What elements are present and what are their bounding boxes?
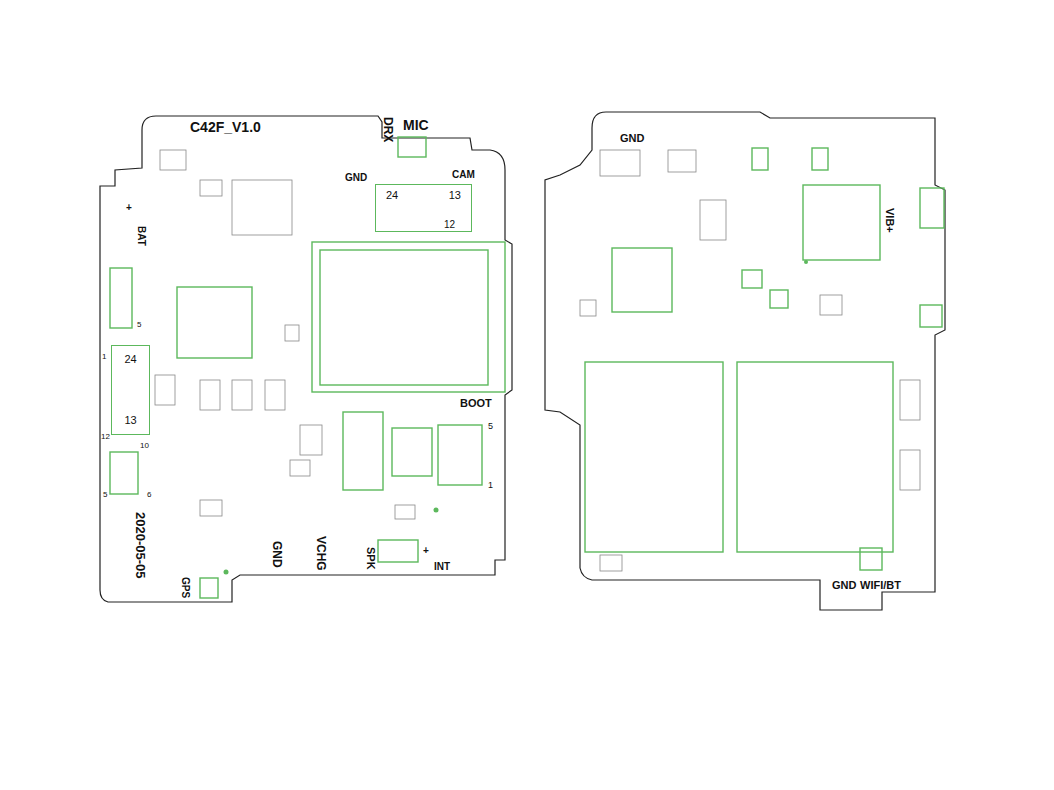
silkscreen-label: 5	[137, 321, 141, 329]
silkscreen-label: +	[126, 203, 132, 213]
part-footprint	[232, 180, 292, 235]
chip-outline	[920, 305, 942, 327]
silkscreen-label: 12	[444, 220, 455, 230]
part-footprint	[285, 325, 299, 341]
part-footprint	[200, 380, 220, 410]
pin-number: 24	[124, 354, 136, 365]
chip-outline	[438, 425, 482, 485]
chip-outline	[612, 248, 672, 312]
part-footprint	[700, 200, 726, 240]
display-window	[320, 250, 488, 385]
pin1-dot	[804, 260, 808, 264]
chip-outline	[770, 290, 788, 308]
silkscreen-label: 12	[101, 433, 110, 441]
chip-outline	[343, 412, 383, 490]
part-footprint	[265, 380, 285, 410]
chip-outline	[742, 270, 762, 288]
silkscreen-label: INT	[434, 562, 450, 572]
silkscreen-label: BOOT	[460, 398, 492, 409]
part-footprint	[900, 380, 920, 420]
silkscreen-label: CAM	[452, 170, 475, 180]
silkscreen-label: MIC	[403, 118, 429, 132]
pin1-dot	[224, 570, 229, 575]
silkscreen-label: 5	[488, 422, 493, 431]
display-frame	[312, 242, 505, 392]
chip-outline	[812, 148, 828, 170]
gps-pad	[200, 578, 218, 598]
silkscreen-label: GPS	[180, 577, 190, 598]
chip-outline	[392, 428, 432, 476]
silkscreen-label: 5	[103, 491, 107, 499]
chip-outline	[585, 362, 723, 552]
chip-outline	[752, 148, 768, 170]
silkscreen-label: VCHG	[315, 536, 327, 571]
silkscreen-label: SPK	[365, 547, 376, 570]
part-footprint	[668, 150, 696, 172]
part-footprint	[200, 500, 222, 516]
part-footprint	[300, 425, 322, 455]
silkscreen-label: 6	[147, 491, 151, 499]
part-footprint	[232, 380, 252, 410]
pin1-dot	[434, 508, 439, 513]
part-footprint	[395, 505, 415, 519]
part-footprint	[155, 375, 175, 405]
silkscreen-label: DRX	[382, 117, 394, 142]
chip-outline	[920, 188, 944, 228]
connector-outline: 24 13	[111, 345, 150, 435]
silkscreen-label: WIFI/BT	[860, 580, 901, 591]
part-footprint	[600, 150, 640, 176]
part-footprint	[290, 460, 310, 476]
pin-number: 24	[386, 190, 398, 201]
silkscreen-label: 2020-05-05	[134, 512, 147, 579]
silkscreen-label: BAT	[136, 226, 146, 246]
chip-outline	[803, 185, 880, 260]
silkscreen-label: 1	[102, 353, 106, 361]
speaker-pad	[378, 540, 418, 562]
silkscreen-label: +	[423, 546, 429, 556]
part-footprint	[200, 180, 222, 196]
part-footprint	[600, 555, 622, 571]
part-footprint	[900, 450, 920, 490]
chip-outline	[110, 268, 132, 328]
silkscreen-label: VIB+	[884, 208, 895, 233]
silkscreen-label: GND	[271, 541, 283, 568]
silkscreen-label: 1	[488, 481, 493, 490]
part-footprint	[160, 150, 186, 170]
part-footprint	[820, 295, 842, 315]
silkscreen-label: GND	[620, 133, 644, 144]
part-footprint	[580, 300, 596, 316]
chip-outline	[177, 287, 252, 358]
pin-number: 13	[124, 415, 136, 426]
connector-outline: 24 13	[375, 184, 472, 232]
silkscreen-label: C42F_V1.0	[190, 120, 261, 134]
pin-number: 13	[449, 190, 461, 201]
mic-pad	[398, 137, 426, 157]
chip-outline	[110, 452, 138, 494]
silkscreen-label: 10	[140, 442, 149, 450]
chip-outline	[737, 362, 893, 552]
silkscreen-label: GND	[345, 173, 367, 183]
right-board-outline	[545, 112, 945, 610]
left-board-outline	[100, 116, 512, 602]
chip-outline	[860, 548, 882, 570]
silkscreen-label: GND	[832, 580, 856, 591]
